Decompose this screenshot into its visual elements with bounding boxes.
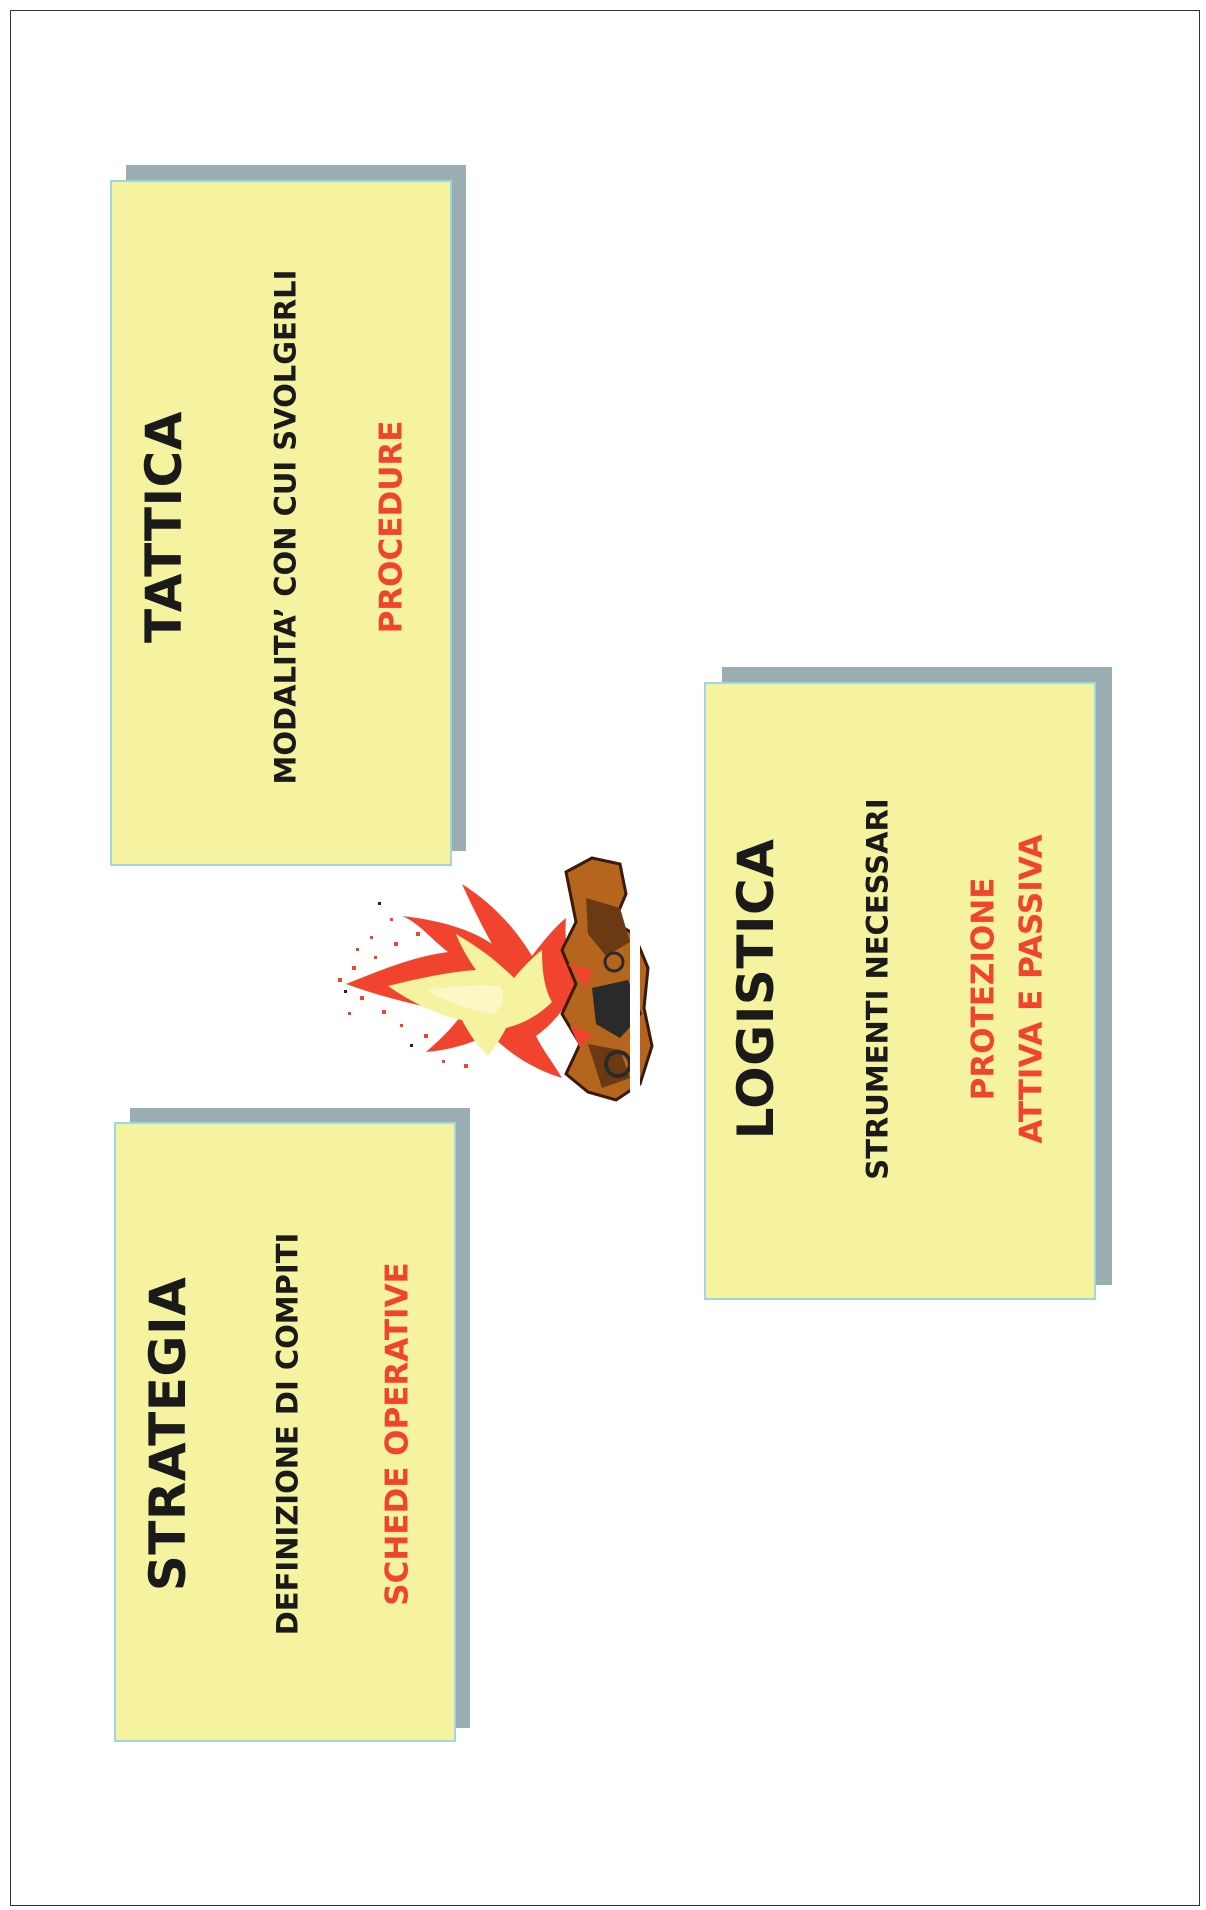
logistica-card: LOGISTICA STRUMENTI NECESSARI PROTEZIONE…	[704, 682, 1096, 1300]
strategia-highlight: SCHEDE OPERATIVE	[379, 1262, 416, 1606]
logistica-subtitle: STRUMENTI NECESSARI	[860, 798, 895, 1180]
strategia-title: STRATEGIA	[139, 1276, 197, 1592]
tattica-subtitle: MODALITA’ CON CUI SVOLGERLI	[268, 269, 303, 785]
tattica-title: TATTICA	[135, 411, 193, 643]
fire-icon	[330, 838, 670, 1118]
strategia-subtitle: DEFINIZIONE DI COMPITI	[270, 1232, 305, 1636]
tattica-card: TATTICA MODALITA’ CON CUI SVOLGERLI PROC…	[110, 180, 452, 866]
logistica-highlight-line2: ATTIVA E PASSIVA	[1013, 834, 1050, 1144]
tattica-highlight: PROCEDURE	[373, 420, 410, 634]
fire-illustration	[338, 856, 654, 1102]
strategia-card: STRATEGIA DEFINIZIONE DI COMPITI SCHEDE …	[114, 1122, 456, 1742]
logistica-highlight-line1: PROTEZIONE	[965, 877, 1002, 1101]
logistica-title: LOGISTICA	[727, 838, 785, 1140]
